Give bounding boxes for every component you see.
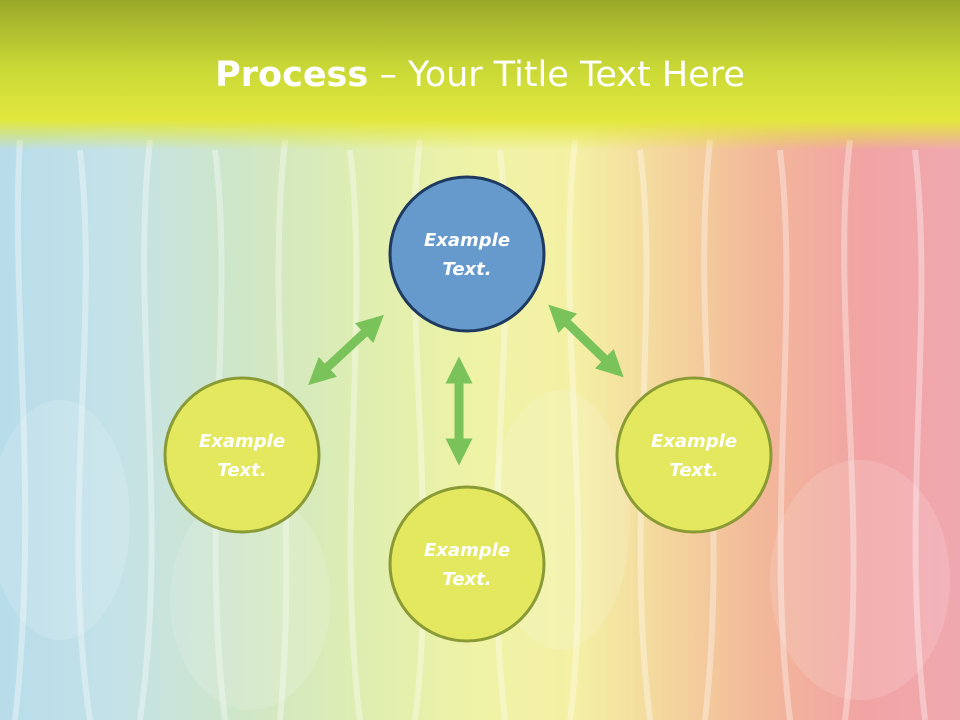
title-band [0, 0, 960, 150]
node-bottom-label-line1: Example [424, 540, 510, 561]
title-bold-word: Process [215, 55, 369, 95]
node-top-label-line1: Example [424, 230, 510, 251]
node-left-label-line2: Text. [217, 460, 266, 481]
node-top-label-line2: Text. [442, 259, 491, 280]
node-right: Example Text. [615, 376, 773, 534]
node-top: Example Text. [388, 175, 546, 333]
node-left-circle [163, 376, 321, 534]
node-right-circle [615, 376, 773, 534]
double-arrow-left [308, 314, 384, 386]
node-bottom-label-line2: Text. [442, 569, 491, 590]
node-top-circle [388, 175, 546, 333]
title-rest: – Your Title Text Here [368, 55, 745, 95]
node-left-label-line1: Example [199, 431, 285, 452]
node-right-label-line1: Example [651, 431, 737, 452]
slide-title: Process – Your Title Text Here [0, 50, 960, 100]
node-bottom: Example Text. [388, 485, 546, 643]
double-arrow-right [548, 304, 624, 378]
node-right-label-line2: Text. [669, 460, 718, 481]
node-left: Example Text. [163, 376, 321, 534]
node-bottom-circle [388, 485, 546, 643]
